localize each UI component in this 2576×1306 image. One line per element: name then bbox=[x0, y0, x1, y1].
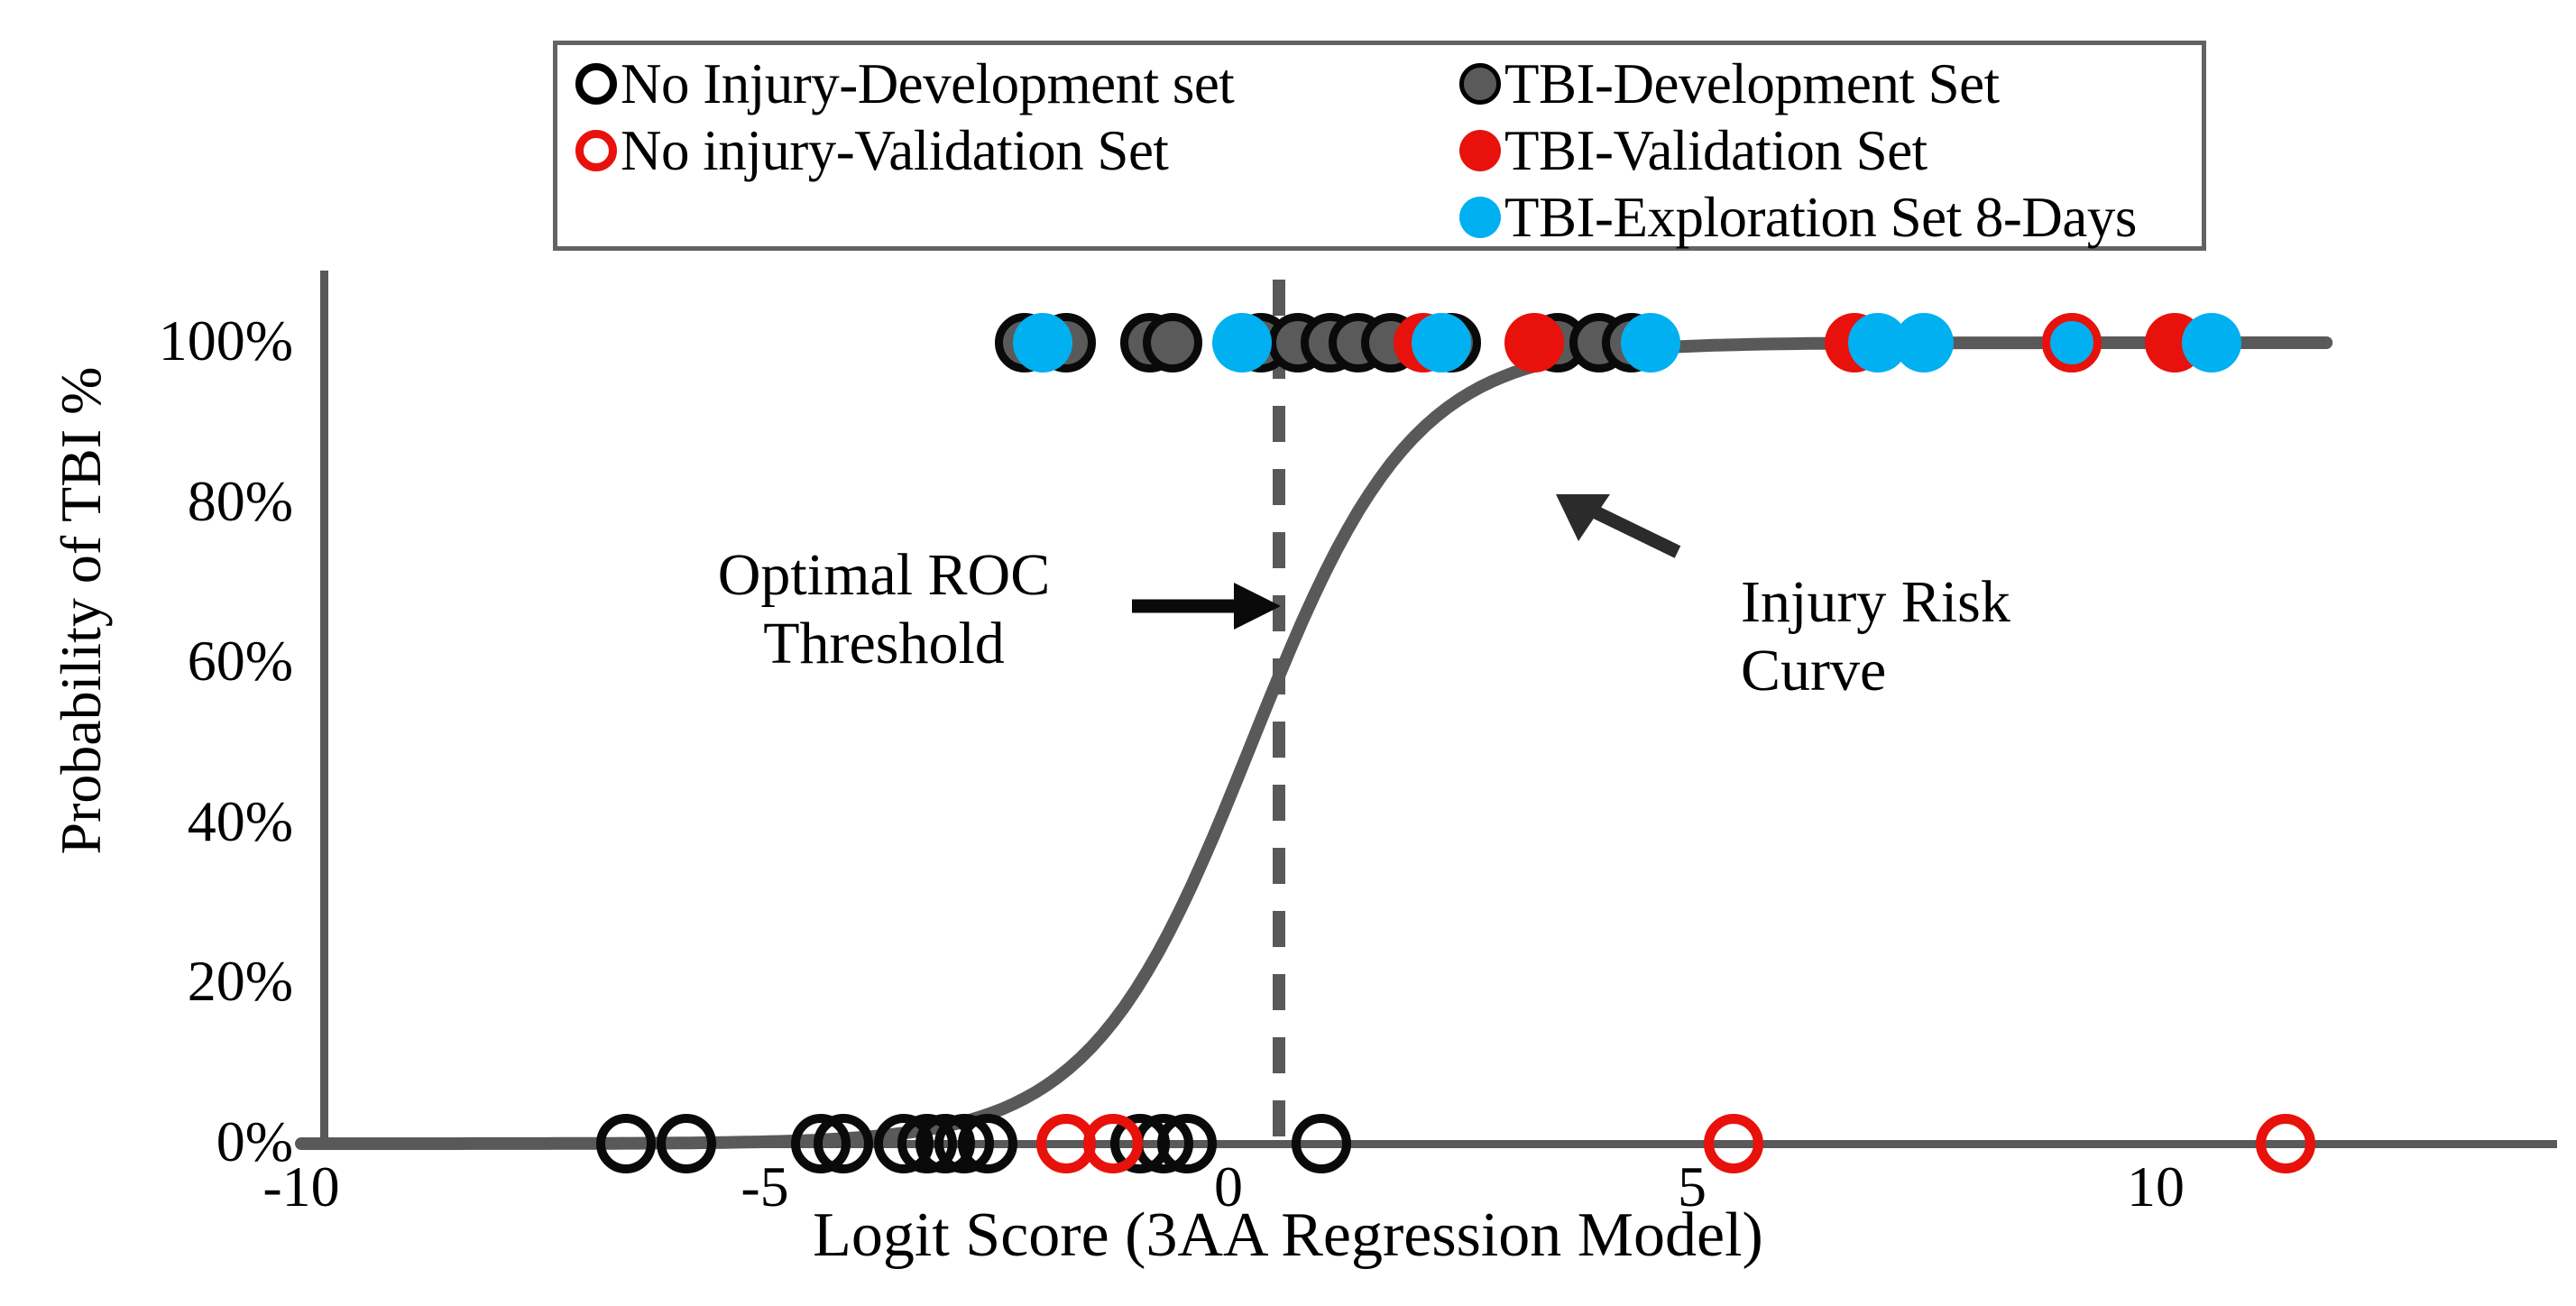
x-tick-label: 10 bbox=[2127, 1154, 2185, 1219]
x-axis-title: Logit Score (3AA Regression Model) bbox=[813, 1200, 1763, 1270]
data-point-open-red-circle bbox=[2255, 1114, 2315, 1173]
data-point-open-black-circle bbox=[1291, 1114, 1351, 1173]
legend-item-tbi-development: TBI-Development Set bbox=[1459, 51, 2199, 117]
filled-blue-circle-icon bbox=[1459, 197, 1501, 238]
filled-gray-circle-icon bbox=[1459, 63, 1501, 105]
legend-label: No injury-Validation Set bbox=[621, 118, 1169, 182]
legend-label: TBI-Development Set bbox=[1504, 51, 2000, 115]
y-axis-line bbox=[320, 271, 328, 1144]
data-point-filled-blue-circle bbox=[1894, 313, 1954, 372]
data-point-filled-blue-circle bbox=[1620, 313, 1680, 372]
y-tick-label: 100% bbox=[158, 308, 293, 372]
chart-legend: No Injury-Development set No injury-Vali… bbox=[553, 41, 2206, 251]
y-tick-label: 60% bbox=[187, 629, 293, 694]
data-point-open-black-circle bbox=[957, 1114, 1017, 1173]
data-point-open-black-circle bbox=[595, 1114, 656, 1173]
data-point-open-black-circle bbox=[814, 1114, 874, 1173]
curve-arrow-icon bbox=[1556, 494, 1681, 558]
y-axis-title: Probability of TBI % bbox=[49, 366, 113, 855]
annotation-line: Threshold bbox=[763, 611, 1005, 676]
y-tick-label: 80% bbox=[187, 468, 293, 533]
legend-label: TBI-Validation Set bbox=[1504, 118, 1927, 182]
data-point-filled-blue-circle bbox=[1212, 313, 1273, 372]
data-point-filled-gray-circle bbox=[1143, 313, 1203, 372]
legend-label: TBI-Exploration Set 8-Days bbox=[1504, 185, 2137, 249]
filled-red-circle-icon bbox=[1459, 130, 1501, 171]
legend-item-no-injury-development: No Injury-Development set bbox=[575, 51, 1459, 117]
data-point-open-black-circle bbox=[656, 1114, 716, 1173]
x-tick-label: 0 bbox=[1214, 1154, 1243, 1219]
y-tick-label: 20% bbox=[187, 949, 293, 1014]
x-tick-label: -5 bbox=[741, 1154, 789, 1219]
annotation-line: Injury Risk bbox=[1741, 569, 2010, 635]
legend-column-left: No Injury-Development set No injury-Vali… bbox=[557, 45, 1459, 184]
legend-label: No Injury-Development set bbox=[621, 51, 1235, 115]
legend-item-no-injury-validation: No injury-Validation Set bbox=[575, 117, 1459, 184]
data-point-filled-blue-circle bbox=[1412, 313, 1472, 372]
data-point-open-black-circle bbox=[1156, 1114, 1217, 1173]
legend-item-tbi-exploration: TBI-Exploration Set 8-Days bbox=[1459, 184, 2199, 251]
injury-risk-curve bbox=[295, 336, 2333, 1150]
data-point-filled-blue-circle bbox=[1013, 313, 1073, 372]
data-point-open-red-circle bbox=[1082, 1114, 1143, 1173]
threshold-arrow-icon bbox=[1132, 583, 1281, 630]
data-point-filled-blue-circle bbox=[2181, 313, 2241, 372]
data-point-blue-red-ring bbox=[2042, 313, 2102, 372]
annotation-line: Optimal ROC bbox=[717, 542, 1051, 608]
data-point-filled-red-circle bbox=[1504, 313, 1565, 372]
legend-item-tbi-validation: TBI-Validation Set bbox=[1459, 117, 2199, 184]
annotation-optimal-roc-threshold: Optimal ROC Threshold bbox=[631, 541, 1136, 678]
open-red-circle-icon bbox=[575, 130, 617, 171]
annotation-injury-risk-curve: Injury Risk Curve bbox=[1741, 568, 2156, 705]
x-tick-label: 5 bbox=[1678, 1154, 1707, 1219]
x-axis-line bbox=[320, 1140, 2557, 1148]
open-black-circle-icon bbox=[575, 63, 617, 105]
y-tick-label: 40% bbox=[187, 788, 293, 853]
y-tick-label: 0% bbox=[216, 1109, 293, 1173]
annotation-line: Curve bbox=[1741, 638, 1887, 704]
data-point-open-red-circle bbox=[1704, 1114, 1764, 1173]
legend-column-right: TBI-Development Set TBI-Validation Set T… bbox=[1459, 45, 2199, 251]
x-tick-label: -10 bbox=[262, 1154, 340, 1219]
